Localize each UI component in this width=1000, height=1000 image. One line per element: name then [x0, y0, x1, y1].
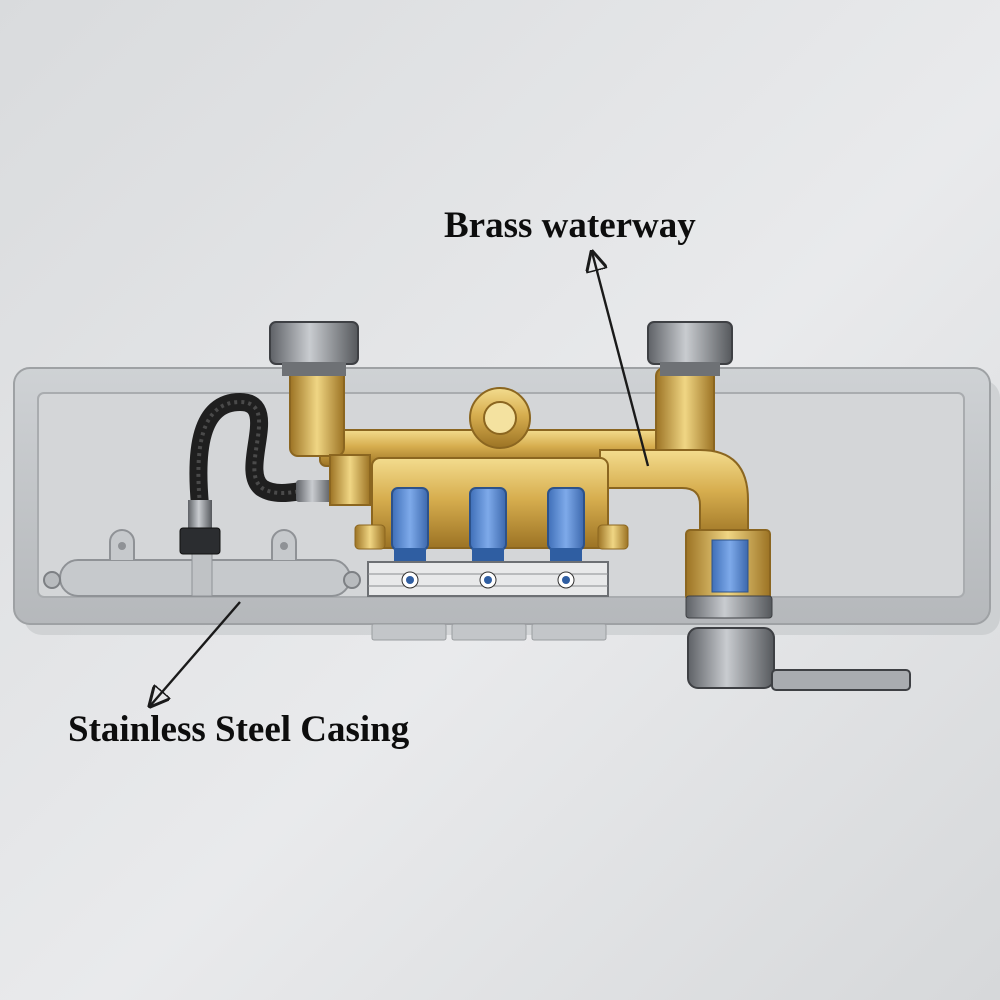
outlet-cartridge [685, 529, 773, 619]
stainless-steel-casing-label: Stainless Steel Casing [68, 709, 410, 750]
right-hex-nut-icon [647, 321, 733, 376]
brass-waterway-arrow-icon [592, 252, 650, 467]
brass-waterway-label: Brass waterway [444, 205, 696, 246]
valve-cartridge-icon [391, 487, 585, 562]
bottom-button-1 [371, 623, 447, 641]
braided-hose-icon [179, 392, 332, 555]
bottom-button-3 [531, 623, 607, 641]
left-hex-nut-icon [269, 321, 359, 376]
casing-arrow-icon [150, 601, 241, 706]
bottom-button-2 [451, 623, 527, 641]
outlet-tube [43, 529, 361, 597]
button-mount-plate [367, 561, 609, 597]
lever-handle-icon [687, 627, 911, 691]
